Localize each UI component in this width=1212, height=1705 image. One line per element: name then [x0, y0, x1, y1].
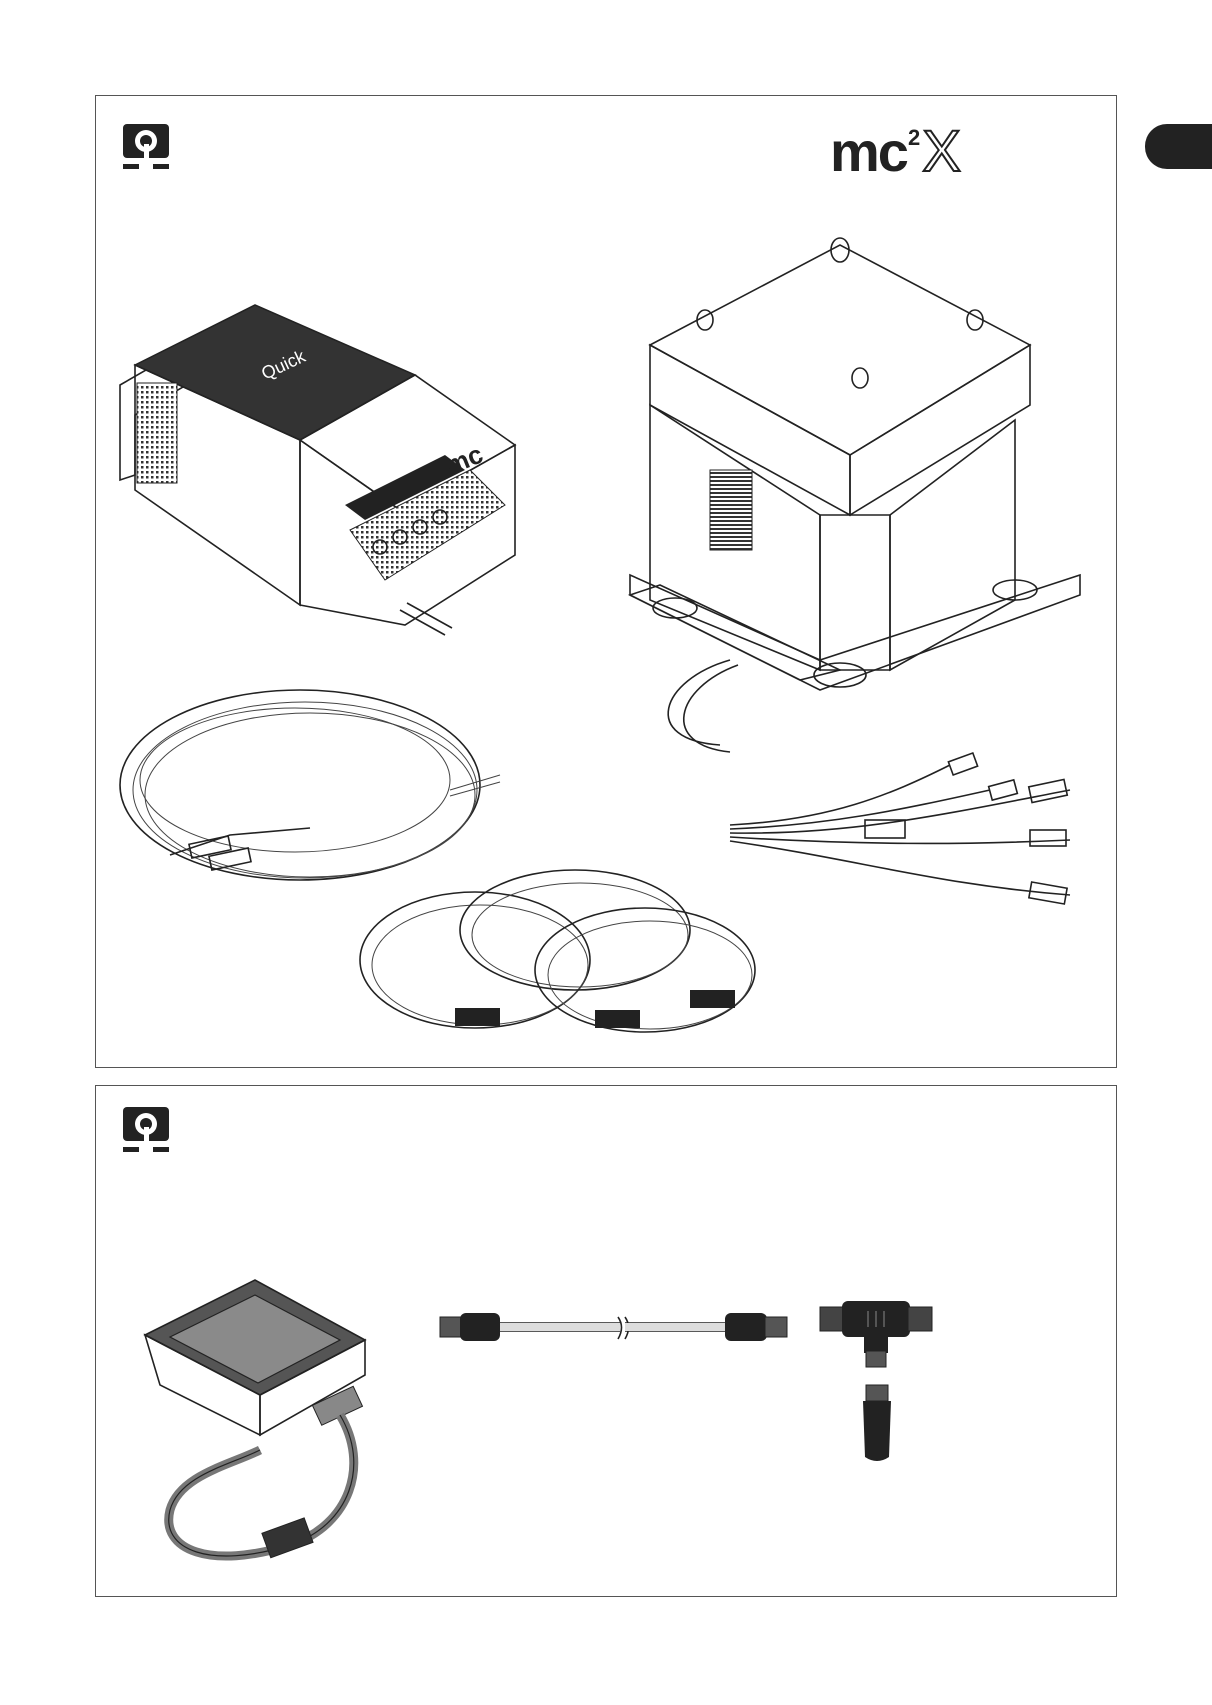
touch-display-drawing	[140, 1275, 400, 1575]
inverter-unit-drawing: Quick mc	[115, 305, 525, 635]
extension-cable-drawing	[440, 1305, 790, 1350]
gyro-stabilizer-drawing	[620, 240, 1100, 760]
product-brand-logo: mc2X	[830, 118, 961, 185]
language-tab	[1145, 124, 1212, 169]
quick-logo-icon	[121, 1105, 171, 1155]
terminator-drawing	[860, 1385, 894, 1465]
t-connector-drawing	[820, 1295, 935, 1370]
connector-cables-drawing	[355, 860, 765, 1050]
gyro-cable-leads-drawing	[710, 745, 1110, 925]
quick-logo-icon	[121, 122, 171, 172]
